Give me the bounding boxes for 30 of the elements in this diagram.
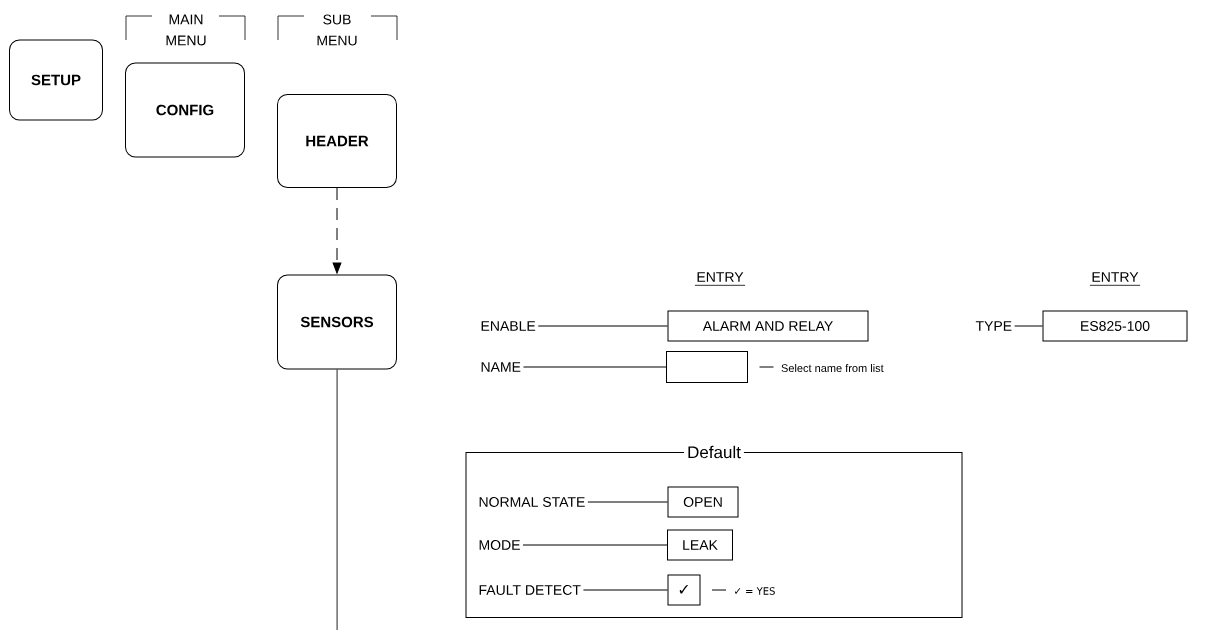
- menu-key: SENSORS: [277, 274, 397, 370]
- connector-line: [336, 369, 338, 630]
- connector-line: [522, 544, 668, 546]
- note-text: ✓ = YES: [735, 587, 775, 595]
- menu-key: CONFIG: [125, 62, 245, 158]
- menu-heading: SUB MENU: [277, 14, 398, 46]
- connector-line: [587, 501, 668, 503]
- entry-field: [666, 351, 748, 383]
- field-label: ENABLE: [481, 321, 536, 331]
- connector-line: [1014, 325, 1043, 327]
- connector-line: [582, 589, 668, 591]
- field-label: NORMAL STATE: [479, 497, 585, 507]
- menu-heading: MAIN MENU: [125, 14, 246, 46]
- connector-line: [537, 325, 668, 327]
- field-label: MODE: [479, 540, 520, 550]
- entry-field: ES825-100: [1042, 310, 1188, 342]
- entry-field: OPEN: [667, 486, 739, 518]
- checkbox: ✓: [667, 574, 701, 606]
- menu-key: HEADER: [277, 94, 397, 188]
- note-text: Select name from list: [781, 363, 884, 373]
- menu-key: SETUP: [9, 39, 103, 121]
- entry-field: ALARM AND RELAY: [667, 310, 869, 342]
- column-heading: ENTRY: [694, 272, 746, 286]
- field-label: TYPE: [975, 321, 1012, 331]
- field-label: FAULT DETECT: [479, 585, 581, 595]
- column-heading: ENTRY: [1089, 272, 1141, 286]
- entry-field: LEAK: [667, 529, 733, 561]
- connector-line: [522, 366, 667, 368]
- field-label: NAME: [481, 362, 521, 372]
- arrow: [332, 187, 342, 274]
